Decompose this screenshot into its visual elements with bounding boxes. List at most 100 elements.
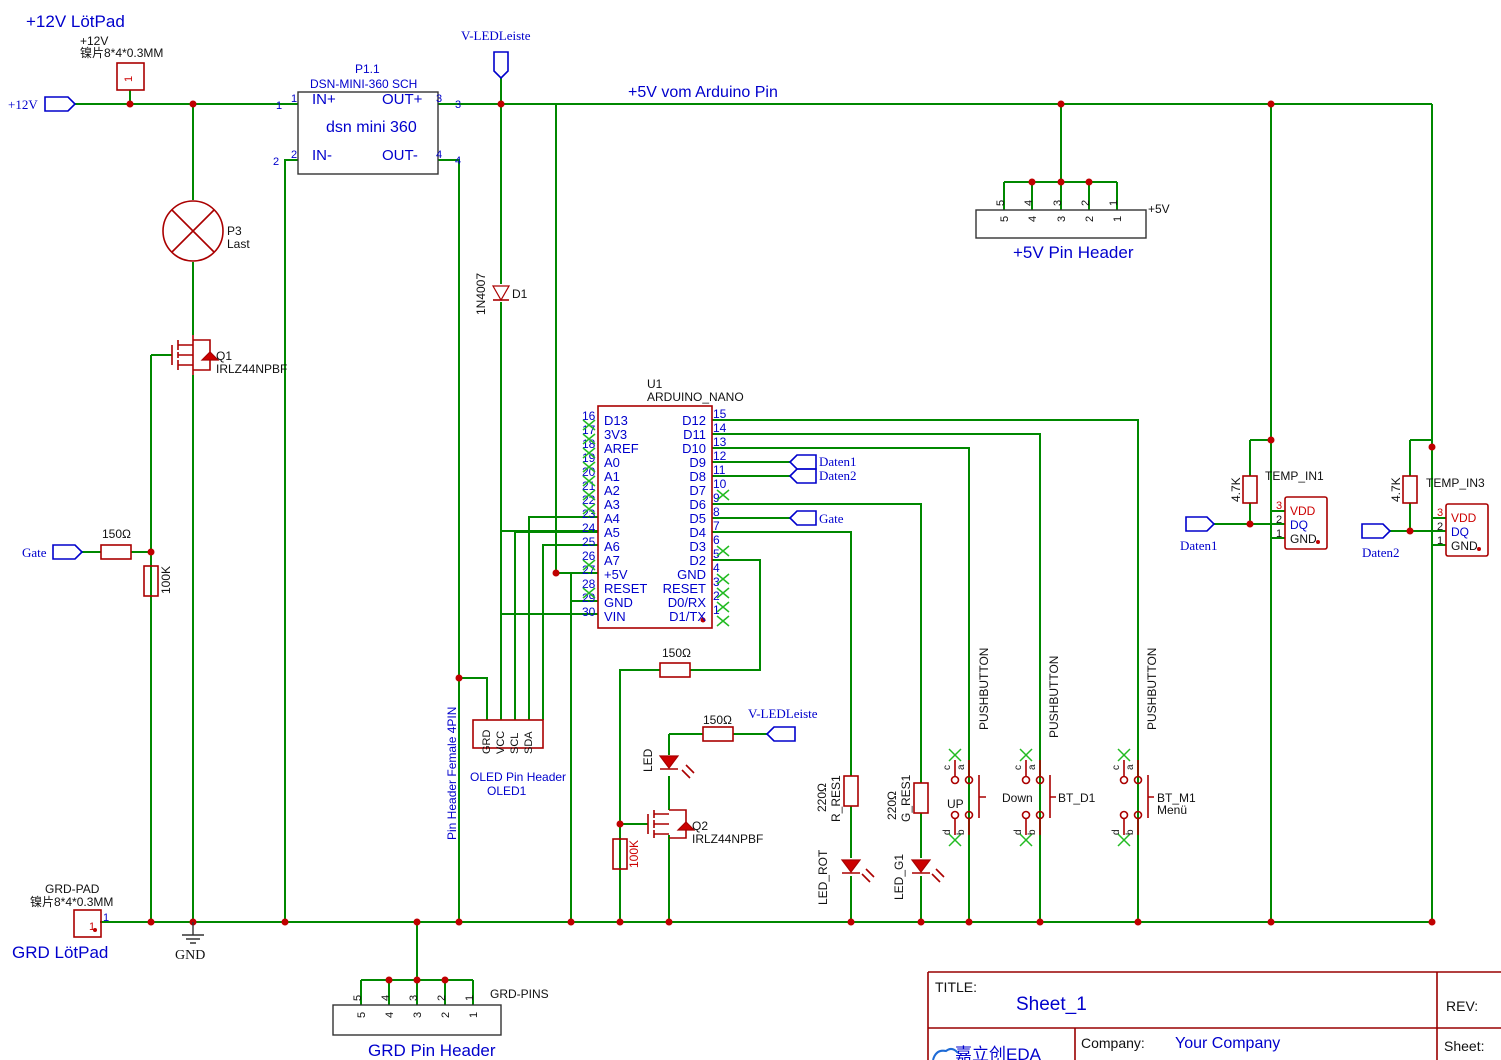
arduino-pin-num-left: 23: [582, 507, 596, 521]
arduino-pin-name-left: VIN: [604, 609, 626, 624]
no-connect-mark: [716, 587, 730, 599]
sheet-label: Sheet:: [1444, 1038, 1484, 1054]
bt-down-label: Down: [1002, 791, 1033, 805]
led-rot-label: LED_ROT: [816, 849, 830, 905]
svg-text:2: 2: [1080, 200, 1092, 206]
arduino-pin-name-right: D3: [689, 539, 706, 554]
no-connect-mark: [582, 433, 596, 445]
lamp-p3: P3 Last: [162, 200, 250, 262]
svg-text:4: 4: [455, 155, 461, 167]
no-connect-mark: [582, 587, 596, 599]
led-g1-label: LED_G1: [892, 854, 906, 900]
mosfet-q1: Q1 IRLZ44NPBF: [171, 335, 287, 376]
svg-text:SCL: SCL: [509, 733, 521, 754]
svg-text:1: 1: [1112, 216, 1124, 222]
pushbuttons: PUSHBUTTON UP PUSHBUTTON Down BT_D1 PUSH…: [942, 648, 1196, 835]
svg-text:1: 1: [291, 93, 297, 105]
svg-text:3: 3: [1276, 500, 1282, 512]
sheet-title: Sheet_1: [1016, 994, 1087, 1015]
bt-up-type: PUSHBUTTON: [977, 648, 991, 730]
company-name: Your Company: [1175, 1035, 1280, 1052]
oled-name: OLED Pin Header: [470, 770, 566, 784]
bt-menu-ref: BT_M1: [1157, 791, 1196, 805]
arduino-pin-num-left: 29: [582, 591, 596, 605]
arduino-pin-name-right: D6: [689, 497, 706, 512]
diode-d1: D1 1N4007: [474, 273, 528, 315]
arduino-pin-name-left: A7: [604, 553, 620, 568]
arduino-pin-name-left: A5: [604, 525, 620, 540]
svg-text:SDA: SDA: [523, 731, 535, 754]
grd-pad-spec: 镍片8*4*0.3MM: [30, 895, 113, 909]
arduino-pin-num-left: 17: [582, 423, 596, 437]
arduino-pin-name-right: GND: [677, 567, 706, 582]
title-label: TITLE:: [935, 979, 977, 995]
p1-part: DSN-MINI-360 SCH: [310, 77, 417, 91]
gate-label: Gate: [22, 545, 47, 560]
gnd-symbol: GND: [175, 922, 205, 963]
svg-text:d: d: [1013, 829, 1024, 835]
junction-dots: [126, 100, 1436, 984]
plus12v-solder-pad: +12V LötPad +12V 镍片8*4*0.3MM 1: [26, 12, 163, 91]
plus5v-header-title: +5V Pin Header: [1013, 243, 1134, 262]
daten1-bottom-label: Daten1: [1180, 538, 1218, 553]
no-connect-mark: [948, 748, 962, 762]
arduino-pin-name-left: 3V3: [604, 427, 627, 442]
no-connect-mark: [582, 489, 596, 501]
grd-header-title: GRD Pin Header: [368, 1041, 496, 1060]
svg-text:a: a: [1125, 764, 1136, 770]
svg-text:4: 4: [384, 1012, 396, 1018]
plus5v-pin-header: 5 4 3 2 1 5 4 3 2 1 +5V +5V Pin Header: [975, 200, 1170, 262]
arduino-pin-name-right: RESET: [663, 581, 706, 596]
arduino-pin-name-left: A3: [604, 497, 620, 512]
svg-text:c: c: [942, 765, 953, 770]
p1-in-plus: IN+: [312, 91, 336, 108]
arduino-pin-num-left: 18: [582, 437, 596, 451]
svg-text:b: b: [1125, 829, 1136, 835]
r-res1-ref: R_RES1: [829, 775, 843, 822]
no-connect-mark: [582, 559, 596, 571]
gate-input: Gate 150Ω 100K: [22, 527, 173, 597]
p1-out-plus: OUT+: [382, 91, 423, 108]
eda-logo: 嘉立创EDA: [955, 1045, 1042, 1060]
svg-text:2: 2: [273, 156, 279, 168]
svg-text:5: 5: [352, 995, 364, 1001]
no-connect-mark: [582, 503, 596, 515]
q2-part: IRLZ44NPBF: [692, 832, 763, 846]
temp1-res: 4.7K: [1229, 477, 1243, 502]
arduino-pin-num-right: 7: [713, 519, 720, 533]
oled-ref: OLED1: [487, 784, 527, 798]
arduino-pin-name-right: D8: [689, 469, 706, 484]
d1-part: 1N4007: [474, 273, 488, 315]
svg-text:1: 1: [123, 76, 135, 82]
arduino-pin-num-right: 9: [713, 491, 720, 505]
bt-menu-type: PUSHBUTTON: [1145, 648, 1159, 730]
svg-text:1: 1: [89, 921, 95, 933]
arduino-pin-name-left: AREF: [604, 441, 639, 456]
p3-ref: P3: [227, 224, 242, 238]
arduino-pin-num-right: 4: [713, 561, 720, 575]
arduino-pin-name-right: D11: [683, 427, 706, 442]
status-leds: 220Ω R_RES1 LED_ROT 220Ω G_RES1 LED_G1: [815, 774, 945, 905]
arduino-net-flags: Daten1 Daten2 Gate: [788, 454, 857, 526]
pin-header-female-label: Pin Header Female 4PIN: [445, 707, 459, 840]
p3-value: Last: [227, 237, 250, 251]
arduino-pin-num-right: 8: [713, 505, 720, 519]
svg-text:3: 3: [412, 1012, 424, 1018]
svg-text:b: b: [956, 829, 967, 835]
no-connect-mark: [582, 461, 596, 473]
temp1-ref: TEMP_IN1: [1265, 469, 1324, 483]
arduino-pin-num-right: 11: [713, 463, 726, 477]
svg-text:GND: GND: [1290, 532, 1317, 546]
svg-text:1: 1: [1276, 528, 1282, 540]
no-connect-mark: [716, 489, 730, 501]
svg-text:4: 4: [1023, 200, 1035, 206]
arduino-pin-name-right: D1/TX: [669, 609, 706, 624]
grd-pad-title: GRD LötPad: [12, 943, 108, 962]
svg-text:GND: GND: [1451, 539, 1478, 553]
svg-text:1: 1: [1437, 535, 1443, 547]
arduino-pin-num-left: 27: [582, 563, 596, 577]
svg-text:DQ: DQ: [1451, 525, 1469, 539]
plus12v-pad-spec: 镍片8*4*0.3MM: [80, 46, 163, 60]
